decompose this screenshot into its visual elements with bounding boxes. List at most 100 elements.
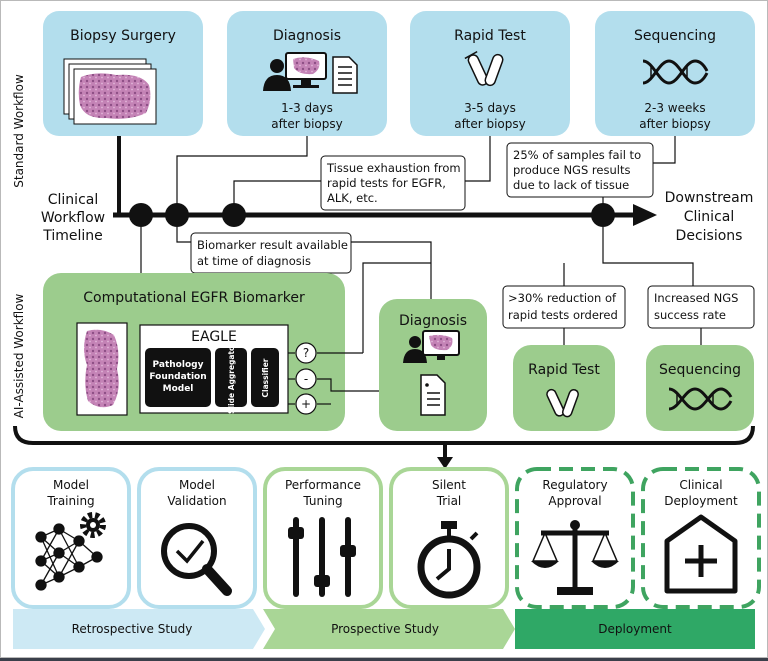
timeline-label: Clinical Workflow Timeline: [41, 192, 105, 244]
ai-connectors: [140, 227, 694, 301]
stage-silent-line-2: Trial: [436, 494, 462, 508]
output-negative-symbol: -: [304, 372, 308, 386]
ai-sequencing-step: Sequencing: [646, 345, 754, 431]
diagnosis-title: Diagnosis: [273, 28, 341, 44]
biomarker-available-callout: Biomarker result available at time of di…: [190, 232, 352, 274]
rapid-test-reduction-callout: >30% reduction of rapid tests ordered: [502, 285, 626, 329]
output-connectors: [288, 262, 431, 405]
dna-helix-icon: [642, 59, 709, 85]
tissue-exhaustion-line-3: ALK, etc.: [327, 191, 378, 205]
ai-diagnosis-title: Diagnosis: [399, 313, 467, 329]
output-positive-icon: +: [295, 393, 317, 415]
diagnosis-step: Diagnosis 1-3 days after biopsy: [227, 11, 387, 136]
stage-training-line-1: Model: [53, 478, 89, 492]
prospective-band: [263, 609, 515, 649]
output-uncertain-symbol: ?: [303, 346, 309, 360]
biomarker-available-line-2: at time of diagnosis: [197, 254, 311, 268]
stage-deployment-line-2: Deployment: [664, 494, 738, 508]
classifier-block: [251, 348, 279, 407]
stage-tuning-line-2: Tuning: [302, 494, 342, 508]
rapid-test-title: Rapid Test: [454, 28, 526, 44]
output-negative-icon: -: [295, 368, 317, 390]
reduction-line-2: rapid tests ordered: [508, 308, 618, 322]
rapid-test-caption-1: 3-5 days: [464, 101, 516, 115]
slide-aggregator-text: Slide Aggregator: [227, 342, 236, 414]
eagle-title: EAGLE: [191, 329, 237, 345]
eagle-model-box: EAGLE Pathology Foundation Model Slide A…: [139, 324, 289, 414]
ngs-failure-line-3: due to lack of tissue: [513, 178, 629, 192]
sequencing-title: Sequencing: [634, 28, 716, 44]
stages-row: Model Training: [11, 467, 761, 609]
timeline-node-biopsy: [129, 203, 153, 227]
computational-biomarker-panel: Computational EGFR Biomarker EAGLE Patho…: [43, 262, 431, 431]
retrospective-band: [13, 609, 265, 649]
timeline-node-rapid-test: [222, 203, 246, 227]
gear-icon: [80, 512, 106, 538]
pathologist-computer-icon: [263, 52, 327, 91]
timeline-label-line-3: Timeline: [42, 228, 103, 244]
timeline-axis: [113, 203, 657, 227]
retrospective-label: Retrospective Study: [72, 622, 193, 636]
timeline-node-diagnosis: [165, 203, 189, 227]
stage-clinical-deployment: Clinical Deployment: [641, 467, 761, 609]
study-bands: Retrospective Study Prospective Study De…: [13, 609, 755, 649]
ai-rapid-test-title: Rapid Test: [528, 362, 600, 378]
timeline-node-sequencing: [591, 203, 615, 227]
rapid-test-caption-2: after biopsy: [454, 117, 525, 131]
ai-report-icon: [420, 374, 446, 416]
stage-model-training: Model Training: [11, 467, 131, 609]
classifier-text: Classifier: [261, 358, 270, 397]
output-positive-symbol: +: [301, 397, 311, 411]
sequencing-caption-1: 2-3 weeks: [644, 101, 705, 115]
stage-regulatory-line-2: Approval: [548, 494, 601, 508]
deployment-label: Deployment: [598, 622, 672, 636]
stage-performance-tuning: Performance Tuning: [263, 467, 383, 609]
stage-regulatory-approval: Regulatory Approval: [515, 467, 635, 609]
stage-tuning-line-1: Performance: [285, 478, 361, 492]
ai-pathologist-icon: [403, 330, 460, 363]
stopwatch-icon: [417, 521, 481, 599]
ngs-failure-callout: 25% of samples fail to produce NGS resul…: [506, 142, 654, 198]
ai-sequencing-title: Sequencing: [659, 362, 741, 378]
tissue-exhaustion-callout: Tissue exhaustion from rapid tests for E…: [320, 155, 466, 211]
stage-regulatory-line-1: Regulatory: [542, 478, 607, 492]
workflow-bracket: [13, 425, 755, 459]
diagnosis-caption-1: 1-3 days: [281, 101, 333, 115]
biomarker-title: Computational EGFR Biomarker: [83, 290, 305, 306]
ai-workflow-label: AI-Assisted Workflow: [12, 293, 26, 418]
stage-validation-line-1: Model: [179, 478, 215, 492]
hospital-icon: [664, 514, 738, 594]
standard-workflow-label: Standard Workflow: [12, 74, 26, 188]
ngs-success-line-2: success rate: [654, 308, 726, 322]
stage-model-validation: Model Validation: [137, 467, 257, 609]
test-tubes-icon: [464, 50, 504, 87]
ai-dna-helix-icon: [668, 387, 733, 411]
ai-test-tubes-icon: [546, 388, 579, 418]
foundation-line-1: Pathology: [153, 360, 204, 370]
stage-silent-trial: Silent Trial: [389, 467, 509, 609]
downstream-line-3: Decisions: [676, 228, 743, 244]
ngs-failure-line-2: produce NGS results: [513, 163, 630, 177]
foundation-model-block: [145, 348, 211, 407]
tissue-slides-icon: [63, 58, 157, 125]
sequencing-caption-2: after biopsy: [639, 117, 710, 131]
stage-validation-line-2: Validation: [167, 494, 226, 508]
ngs-failure-line-1: 25% of samples fail to: [513, 148, 641, 162]
biomarker-available-line-1: Biomarker result available: [197, 238, 348, 252]
bracket-arrow: [437, 457, 453, 469]
foundation-line-3: Model: [163, 384, 194, 394]
downstream-line-1: Downstream: [665, 190, 754, 206]
timeline-label-line-2: Workflow: [41, 210, 105, 226]
biopsy-surgery-step: Biopsy Surgery: [43, 11, 203, 136]
downstream-decisions-label: Downstream Clinical Decisions: [665, 190, 754, 244]
slide-aggregator-block: [215, 348, 247, 407]
stage-training-line-2: Training: [46, 494, 94, 508]
tissue-exhaustion-line-1: Tissue exhaustion from: [326, 161, 461, 175]
stage-deployment-line-1: Clinical: [679, 478, 722, 492]
ai-diagnosis-step: Diagnosis: [379, 299, 487, 431]
neural-network-icon: [35, 523, 103, 591]
deployment-band: [515, 609, 755, 649]
sequencing-step: Sequencing 2-3 weeks after biopsy: [595, 11, 755, 136]
